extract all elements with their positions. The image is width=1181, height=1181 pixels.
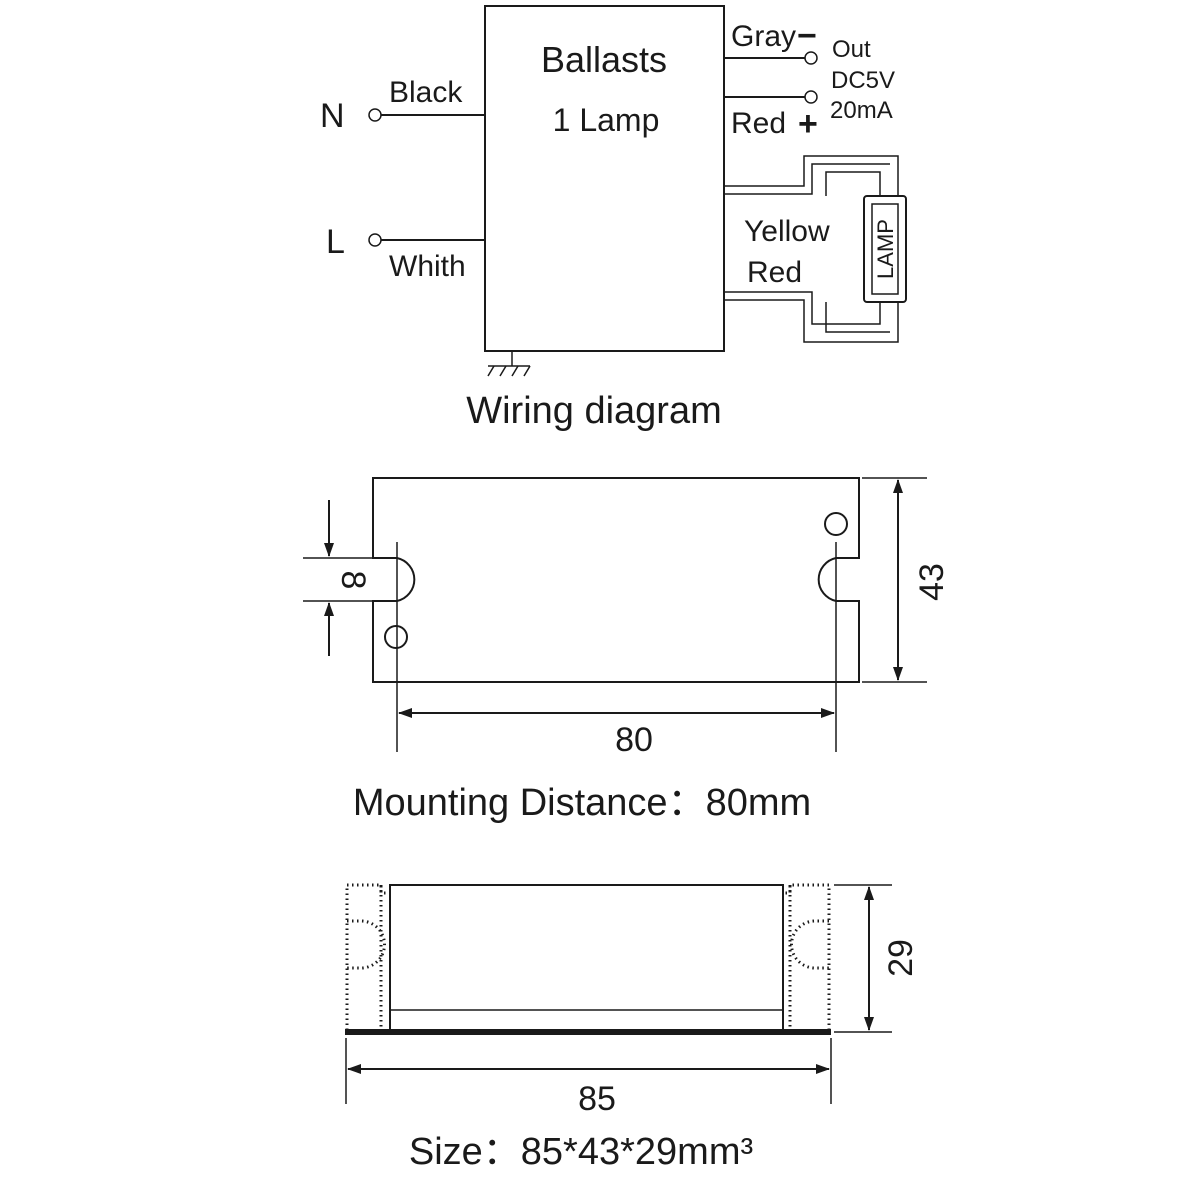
minus-sign: − <box>797 17 817 55</box>
out-label: Out <box>832 36 871 63</box>
yellow-wire-label: Yellow <box>744 215 830 248</box>
out-current: 20mA <box>830 97 893 124</box>
right-flange-outline <box>783 883 831 1030</box>
plus-sign: + <box>798 105 818 143</box>
l-terminal-label: L <box>326 223 345 261</box>
ballast-title: Ballasts <box>541 39 667 80</box>
ballast-subtitle: 1 Lamp <box>553 102 660 138</box>
distance-dimension: 80 <box>615 721 653 759</box>
mounting-caption: Mounting Distance：80mm <box>353 782 811 824</box>
l-terminal-icon <box>368 233 382 247</box>
mounting-plate-outline <box>372 477 860 683</box>
ballast-body <box>389 884 784 1031</box>
lamp-label: LAMP <box>873 219 898 279</box>
mounting-hole-left <box>384 625 408 649</box>
red-out-wire-label: Red <box>731 107 786 140</box>
base-plate <box>345 1029 831 1035</box>
left-flange-outline <box>345 883 390 1030</box>
size-caption: Size：85*43*29mm³ <box>409 1131 753 1173</box>
height-dimension: 43 <box>913 563 951 601</box>
out-voltage: DC5V <box>831 67 895 94</box>
lamp-wires <box>723 155 899 343</box>
gray-wire-label: Gray <box>731 20 796 53</box>
out-plus-terminal-icon <box>804 90 818 104</box>
mounting-diagram: 8 43 80 Mounting Distance：80mm <box>303 477 951 824</box>
side-height-dimension: 29 <box>882 939 920 977</box>
out-minus-terminal-icon <box>804 51 818 65</box>
slot-dimension: 8 <box>334 571 372 590</box>
wiring-diagram: Ballasts 1 Lamp N Black L Whith Gray − R… <box>320 5 907 432</box>
n-terminal-icon <box>368 108 382 122</box>
length-dimension: 85 <box>578 1080 616 1118</box>
n-terminal-label: N <box>320 97 345 135</box>
ground-icon <box>487 351 531 377</box>
lamp-icon: LAMP <box>863 195 907 303</box>
white-wire-label: Whith <box>389 250 466 283</box>
mounting-hole-right <box>824 512 848 536</box>
ballast-box <box>484 5 725 352</box>
wiring-caption: Wiring diagram <box>466 390 722 432</box>
red-lamp-wire-label: Red <box>747 256 802 289</box>
black-wire-label: Black <box>389 76 463 109</box>
side-view-diagram: 29 85 Size：85*43*29mm³ <box>345 883 920 1173</box>
